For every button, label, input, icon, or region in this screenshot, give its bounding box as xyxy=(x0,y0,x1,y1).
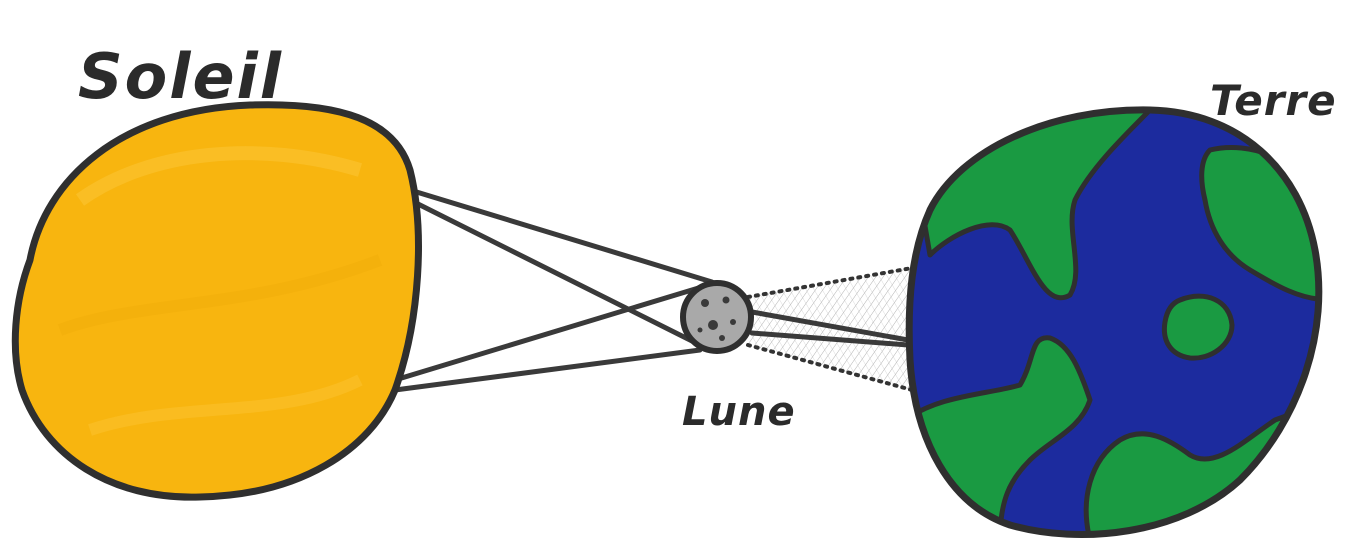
earth-icon xyxy=(905,110,1330,546)
moon-icon xyxy=(683,283,751,351)
sun-label: Soleil xyxy=(78,40,283,113)
earth-label: Terre xyxy=(1210,76,1337,125)
light-rays xyxy=(395,190,715,390)
moon-shadow-cone xyxy=(748,268,912,390)
sun-icon xyxy=(15,105,418,497)
moon-label: Lune xyxy=(682,389,796,435)
